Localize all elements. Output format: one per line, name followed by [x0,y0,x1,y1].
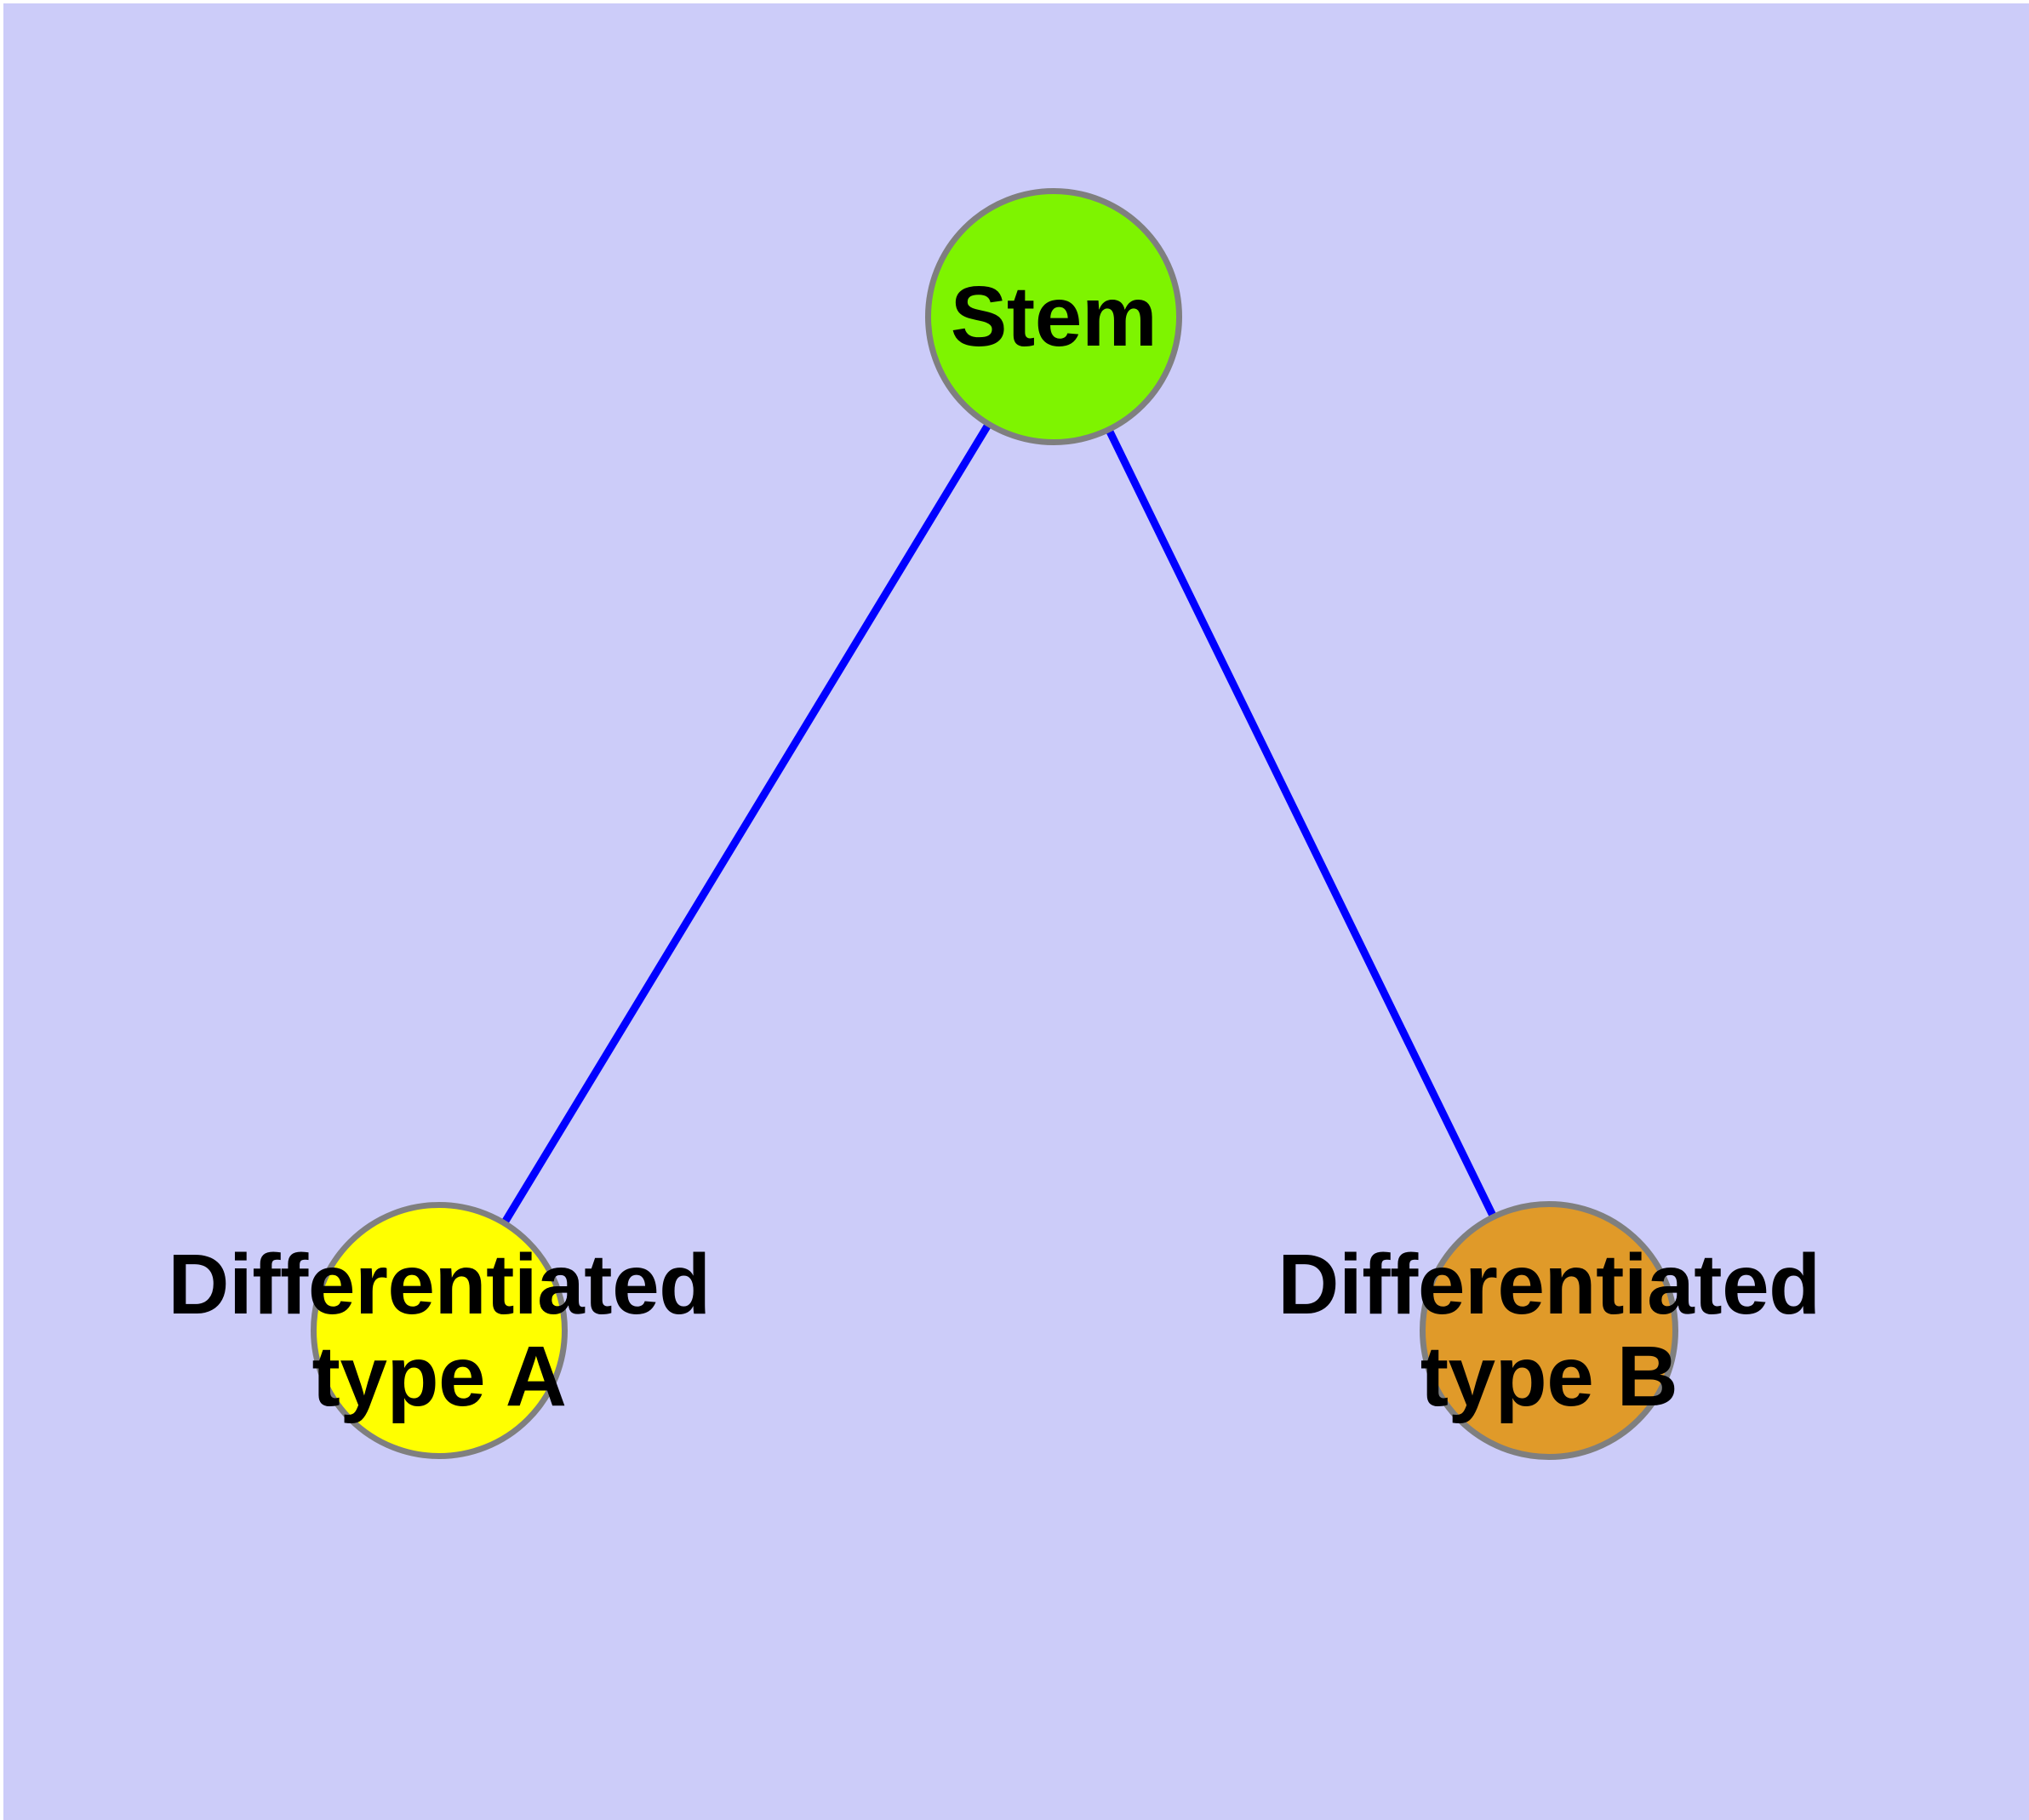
edge-stem-to-differentiated-type-b [1049,315,1553,1332]
node-differentiated-type-a[interactable] [311,1202,568,1459]
node-stem[interactable] [925,188,1182,445]
node-differentiated-type-b[interactable] [1420,1201,1678,1460]
edge-stem-to-differentiated-type-a [436,314,1057,1333]
